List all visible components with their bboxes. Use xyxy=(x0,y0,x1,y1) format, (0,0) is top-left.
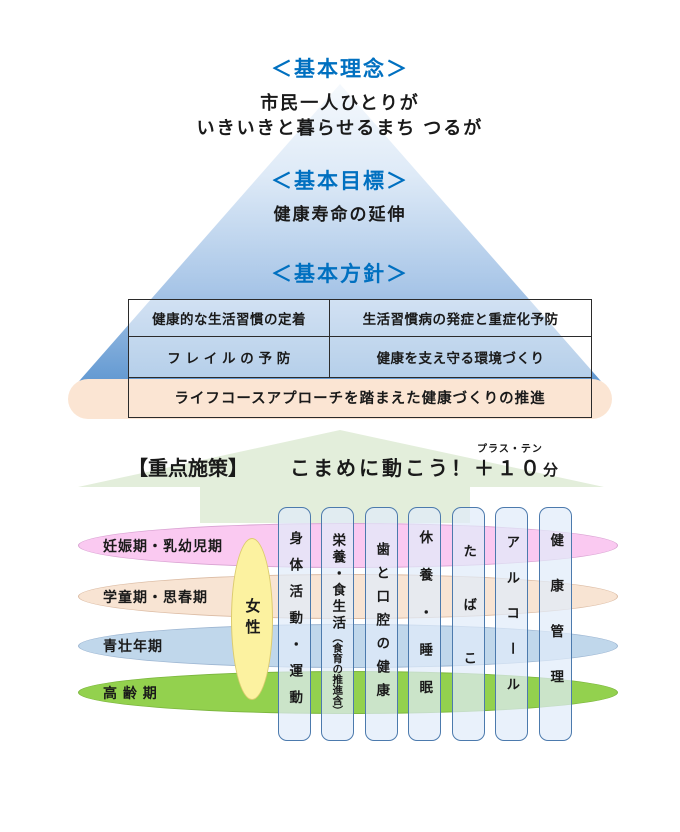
priority-measure-line: 【重点施策】 こまめに動こう！プラス・テン ＋１０分 xyxy=(128,444,561,480)
policy-cell-disease-prevention: 生活習慣病の発症と重症化予防 xyxy=(330,300,591,336)
female-label: 女性 xyxy=(243,598,261,640)
policy-heading: ＜基本方針＞ xyxy=(271,263,409,286)
priority-slogan: こまめに動こう！プラス・テン ＋１０分 xyxy=(290,444,562,480)
measure-column-oral-health: 歯と口腔の健康 xyxy=(365,507,398,741)
measure-label: 身体活動・運動 xyxy=(287,531,303,717)
measure-column-alcohol: アルコール xyxy=(495,507,528,741)
life-stage-label: 高 齢 期 xyxy=(103,684,158,701)
goal-heading: ＜基本目標＞ xyxy=(271,170,409,193)
measure-column-nutrition: 栄養・食生活（食育の推進含） xyxy=(321,507,354,741)
measure-label: 休養・睡眠 xyxy=(417,530,433,718)
policy-table-row-1: 健康的な生活習慣の定着 生活習慣病の発症と重症化予防 xyxy=(129,300,591,337)
measure-label: アルコール xyxy=(504,535,520,713)
measure-label: 歯と口腔の健康 xyxy=(374,541,390,707)
measure-label: たばこ xyxy=(461,543,477,705)
measure-column-tobacco: たばこ xyxy=(452,507,485,741)
plus-ten: プラス・テン ＋１０ xyxy=(474,444,543,480)
life-stage-label: 学童期・思春期 xyxy=(103,588,208,605)
philosophy-line-1: 市民一人ひとりが xyxy=(260,93,420,113)
measure-sub-text: （食育の推進含） xyxy=(331,631,344,716)
measure-label: 栄養・食生活（食育の推進含） xyxy=(330,532,346,716)
measure-column-health-management: 健康管理 xyxy=(539,507,572,741)
policy-table: 健康的な生活習慣の定着 生活習慣病の発症と重症化予防 フ レ イ ル の 予 防… xyxy=(128,299,592,418)
philosophy-line-2: いきいきと暮らせるまち つるが xyxy=(196,118,484,138)
policy-cell-frailty: フ レ イ ル の 予 防 xyxy=(129,337,331,377)
philosophy-heading: ＜基本理念＞ xyxy=(271,58,409,81)
measure-main-text: 栄養・食生活 xyxy=(330,532,346,632)
measure-column-physical-activity: 身体活動・運動 xyxy=(278,507,311,741)
goal-text: 健康寿命の延伸 xyxy=(273,205,407,224)
policy-cell-habits: 健康的な生活習慣の定着 xyxy=(129,300,331,336)
lifecourse-banner-pill xyxy=(68,379,612,419)
plus-ten-ruby: プラス・テン xyxy=(477,444,543,455)
measure-label: 健康管理 xyxy=(548,533,564,715)
measure-column-rest-sleep: 休養・睡眠 xyxy=(408,507,441,741)
slogan-text: こまめに動こう！ xyxy=(290,458,474,480)
priority-label: 【重点施策】 xyxy=(128,458,248,480)
policy-cell-environment: 健康を支え守る環境づくり xyxy=(330,337,591,377)
female-ellipse: 女性 xyxy=(231,538,273,700)
policy-table-row-2: フ レ イ ル の 予 防 健康を支え守る環境づくり xyxy=(129,337,591,378)
minutes-suffix: 分 xyxy=(543,462,562,479)
plus-ten-text: ＋１０ xyxy=(474,458,543,480)
policy-banner-text: ライフコースアプローチを踏まえた健康づくりの推進 xyxy=(174,391,546,407)
life-stage-label: 青壮年期 xyxy=(103,638,163,654)
life-stage-label: 妊娠期・乳幼児期 xyxy=(103,537,223,554)
